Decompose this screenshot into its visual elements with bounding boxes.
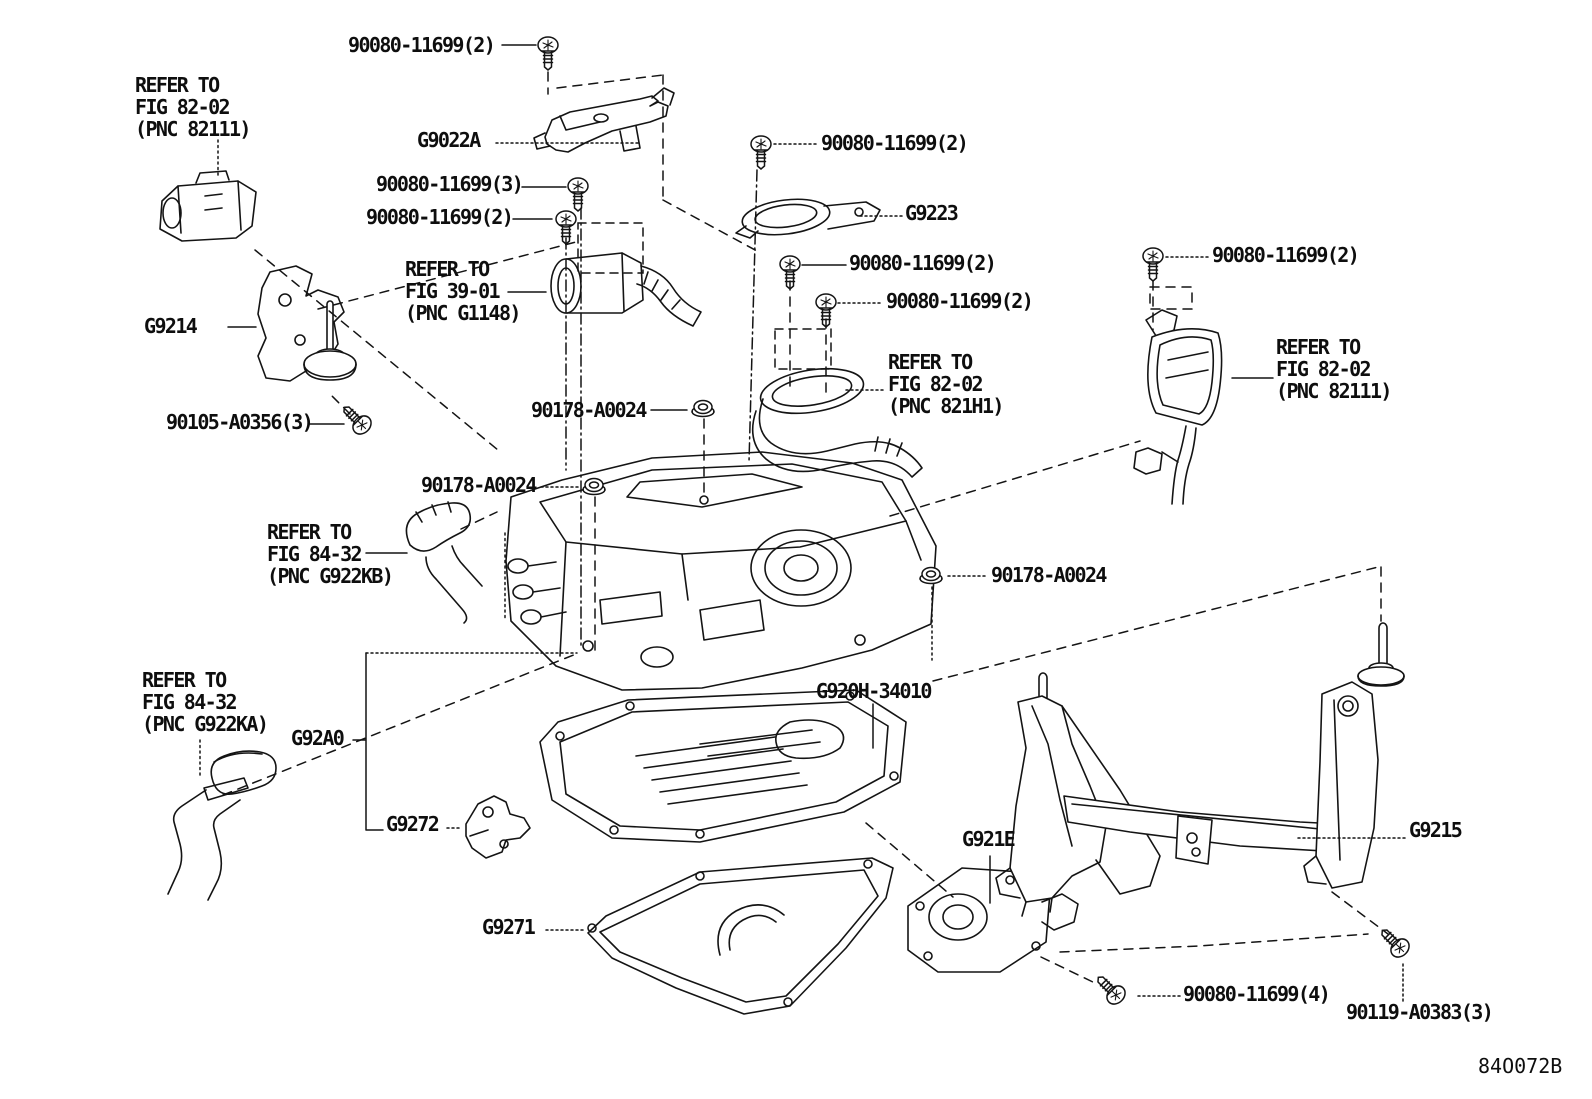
- part-label-g9271: G9271: [482, 915, 536, 939]
- refer-block-821h1: REFER TO FIG 82-02 (PNC 821H1): [888, 350, 1004, 418]
- part-connector-left-art: [159, 170, 257, 242]
- refer-line: REFER TO: [142, 668, 227, 692]
- refer-block-g922ka: REFER TO FIG 84-32 (PNC G922KA): [142, 668, 269, 736]
- part-sensor-right-art: [1133, 309, 1223, 505]
- part-g9022a-art: [533, 87, 675, 153]
- refer-line: REFER TO: [1276, 335, 1361, 359]
- bolt-icon: [567, 177, 589, 212]
- refer-line: FIG 82-02: [1276, 357, 1372, 381]
- part-hose-g922kb-art: [405, 501, 483, 624]
- part-label-g92a0: G92A0: [291, 726, 345, 750]
- refer-line: (PNC 82111): [1276, 379, 1392, 403]
- part-harness-g1148-art: [550, 252, 702, 327]
- part-inverter-assembly-art: [505, 451, 937, 691]
- part-g9272-art: [465, 795, 531, 859]
- refer-line: REFER TO: [135, 73, 220, 97]
- refer-block-g1148: REFER TO FIG 39-01 (PNC G1148): [405, 257, 521, 325]
- refer-line: REFER TO: [405, 257, 490, 281]
- part-g9223-art: [735, 198, 881, 239]
- refer-line: FIG 39-01: [405, 279, 501, 303]
- bolt-icon: [1090, 969, 1130, 1009]
- construction-lines: [199, 71, 1389, 985]
- refer-line: FIG 84-32: [267, 542, 363, 566]
- pn-90178-a0024-c: 90178-A0024: [991, 563, 1107, 587]
- pn-90105-a0356-3: 90105-A0356(3): [166, 410, 314, 434]
- pn-90119-a0383-3: 90119-A0383(3): [1346, 1000, 1494, 1024]
- refer-block-g922kb: REFER TO FIG 84-32 (PNC G922KB): [267, 520, 394, 588]
- pn-90080-11699-4: 90080-11699(4): [1183, 982, 1331, 1006]
- bolt-icon: [537, 36, 559, 71]
- refer-line: REFER TO: [888, 350, 973, 374]
- part-g9214-art: [257, 265, 357, 382]
- refer-line: FIG 82-02: [135, 95, 231, 119]
- bolt-icon: [336, 399, 376, 439]
- pn-90080-11699-2-c: 90080-11699(2): [821, 131, 969, 155]
- refer-line: FIG 84-32: [142, 690, 238, 714]
- refer-line: (PNC 82111): [135, 117, 251, 141]
- part-label-g9272: G9272: [386, 812, 440, 836]
- pn-90178-a0024-a: 90178-A0024: [531, 398, 647, 422]
- nut-icon: [582, 477, 606, 496]
- part-g9215-art: [995, 622, 1405, 917]
- part-label-g9214: G9214: [144, 314, 198, 338]
- pn-90080-11699-2-d: 90080-11699(2): [849, 251, 997, 275]
- part-g921e-art: [907, 867, 1079, 973]
- part-hose-g922ka-art: [167, 750, 277, 901]
- refer-line: (PNC G1148): [405, 301, 521, 325]
- pn-90080-11699-2-b: 90080-11699(2): [366, 205, 514, 229]
- refer-line: (PNC G922KA): [142, 712, 269, 736]
- bolt-icon: [1374, 922, 1414, 962]
- leader-lines: [227, 44, 1407, 1002]
- figure-code: 84O072B: [1478, 1054, 1563, 1078]
- bolt-icon: [1142, 247, 1164, 282]
- part-label-g9215: G9215: [1409, 818, 1463, 842]
- pn-90080-11699-3: 90080-11699(3): [376, 172, 524, 196]
- part-label-g921e: G921E: [962, 827, 1016, 851]
- nut-icon: [691, 399, 715, 418]
- part-label-g9022a: G9022A: [417, 128, 481, 152]
- part-g920h-art: [539, 689, 907, 843]
- refer-line: (PNC G922KB): [267, 564, 394, 588]
- refer-block-82111-right: REFER TO FIG 82-02 (PNC 82111): [1276, 335, 1392, 403]
- refer-line: FIG 82-02: [888, 372, 984, 396]
- pn-90080-11699-2-e: 90080-11699(2): [886, 289, 1034, 313]
- part-label-g9223: G9223: [905, 201, 959, 225]
- bolt-icon: [750, 135, 772, 170]
- part-label-g920h-34010: G920H-34010: [816, 679, 932, 703]
- part-duct-821h1-art: [751, 367, 923, 478]
- refer-block-82111-left: REFER TO FIG 82-02 (PNC 82111): [135, 73, 251, 141]
- refer-line: REFER TO: [267, 520, 352, 544]
- nut-icon: [919, 566, 943, 585]
- pn-90178-a0024-b: 90178-A0024: [421, 473, 537, 497]
- pn-90080-11699-2-f: 90080-11699(2): [1212, 243, 1360, 267]
- refer-line: (PNC 821H1): [888, 394, 1004, 418]
- part-g9271-art: [587, 857, 894, 1015]
- pn-90080-11699-2-top: 90080-11699(2): [348, 33, 496, 57]
